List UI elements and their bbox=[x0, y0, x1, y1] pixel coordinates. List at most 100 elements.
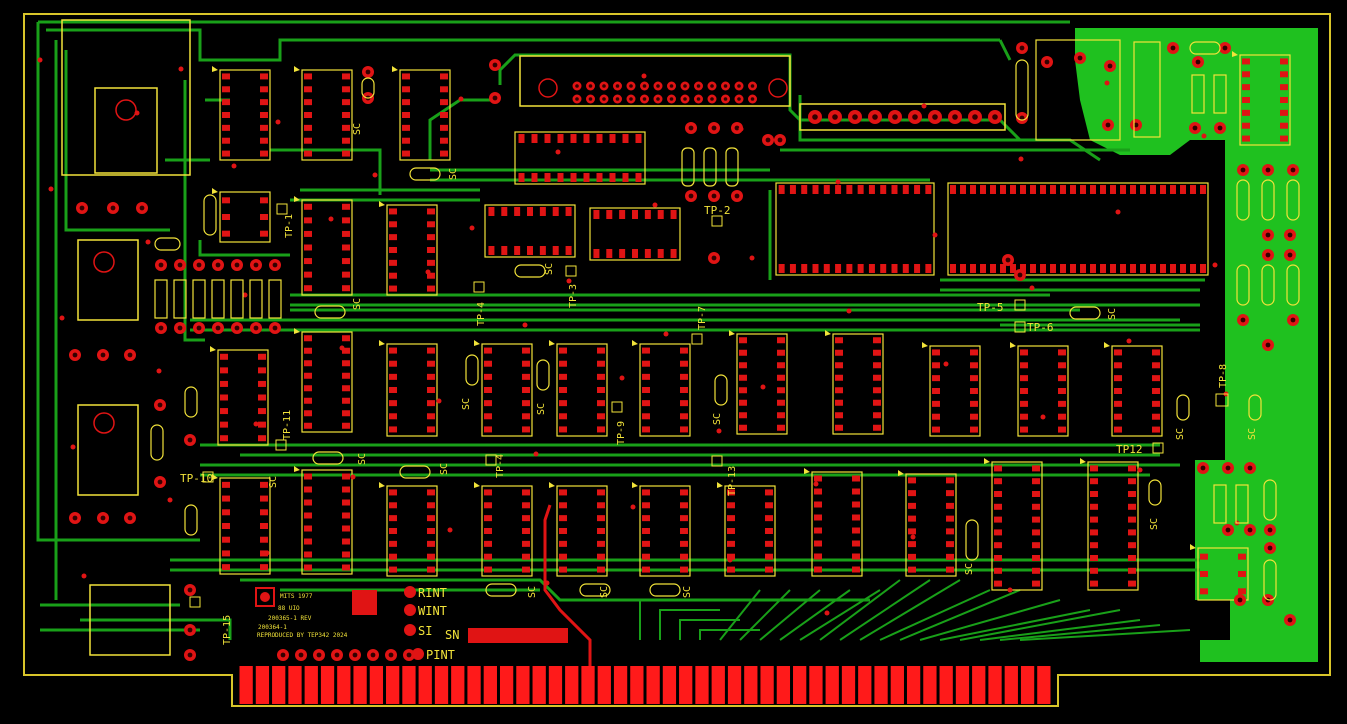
ic-footprint bbox=[392, 66, 451, 161]
edge-finger bbox=[304, 666, 318, 704]
sc-label: SC bbox=[1149, 518, 1160, 530]
tp11-label: TP-11 bbox=[282, 410, 293, 440]
ic-footprint bbox=[632, 482, 691, 577]
edge-finger bbox=[955, 666, 970, 704]
ic-footprint bbox=[1190, 544, 1249, 601]
ic-footprint bbox=[212, 474, 271, 575]
edge-finger bbox=[613, 666, 628, 704]
edge-finger bbox=[890, 666, 904, 704]
tp15-label: TP-15 bbox=[222, 615, 233, 645]
copper-pour bbox=[1075, 28, 1318, 662]
ic-footprint bbox=[1010, 342, 1069, 437]
sc-label: SC bbox=[1247, 428, 1258, 440]
red-square-pad bbox=[352, 590, 377, 615]
info-line-1: MITS 1977 bbox=[280, 593, 313, 600]
tp1-label: TP-1 bbox=[284, 214, 295, 238]
edge-finger bbox=[825, 666, 839, 704]
regulator-mount-holes bbox=[93, 78, 788, 434]
ic-footprint bbox=[922, 342, 981, 437]
ic-footprint bbox=[1104, 342, 1163, 437]
ic-footprint bbox=[474, 482, 533, 577]
edge-finger bbox=[630, 666, 644, 704]
ic-footprints bbox=[210, 51, 1291, 601]
ic-footprint bbox=[984, 458, 1043, 591]
edge-finger bbox=[776, 666, 791, 704]
edge-finger bbox=[923, 666, 937, 704]
ic-footprint bbox=[379, 340, 438, 437]
edge-finger bbox=[418, 666, 432, 704]
sn-label: SN bbox=[445, 628, 459, 642]
sc-label: SC bbox=[352, 123, 363, 135]
edge-finger bbox=[711, 666, 725, 704]
edge-finger bbox=[337, 666, 351, 704]
edge-finger bbox=[239, 666, 253, 704]
si-label: SI bbox=[418, 624, 432, 638]
edge-finger bbox=[727, 666, 742, 704]
edge-finger bbox=[1004, 666, 1018, 704]
rint-label: RINT bbox=[418, 586, 447, 600]
edge-finger bbox=[467, 666, 481, 704]
edge-finger bbox=[499, 666, 514, 704]
edge-finger bbox=[288, 666, 302, 704]
info-line-4: 200364-1 bbox=[258, 624, 287, 631]
ic-footprint bbox=[379, 201, 438, 296]
edge-finger bbox=[760, 666, 774, 704]
edge-finger bbox=[939, 666, 953, 704]
edge-finger bbox=[1037, 666, 1051, 704]
edge-finger bbox=[255, 666, 270, 704]
sc-label: SC bbox=[599, 586, 610, 598]
red-trace bbox=[543, 504, 592, 668]
ic-footprint bbox=[474, 340, 533, 437]
ic-footprint bbox=[379, 482, 438, 577]
tp10-label: TP-10 bbox=[180, 472, 213, 485]
sc-label: SC bbox=[536, 403, 547, 415]
test-point-labels: TP-1 TP-2 TP-3 TP-4 TP-5 TP-6 TP-7 TP-8 … bbox=[180, 203, 1229, 645]
ic-footprint bbox=[729, 330, 788, 435]
sc-label: SC bbox=[527, 586, 538, 598]
edge-finger bbox=[483, 666, 497, 704]
edge-finger bbox=[874, 666, 888, 704]
edge-finger bbox=[369, 666, 384, 704]
ic-footprint bbox=[1232, 51, 1291, 146]
edge-finger bbox=[988, 666, 1002, 704]
edge-finger bbox=[516, 666, 530, 704]
pads bbox=[37, 42, 1299, 661]
ic-footprint bbox=[210, 346, 269, 446]
edge-finger bbox=[434, 666, 449, 704]
info-block: MITS 1977 88 UIO 200365-1 REV 200364-1 R… bbox=[255, 587, 568, 643]
edge-finger bbox=[646, 666, 660, 704]
ic-footprint bbox=[514, 131, 646, 185]
tp13-label: TP-13 bbox=[727, 466, 738, 496]
tp4-label: TP-4 bbox=[476, 302, 487, 326]
ic-footprint bbox=[294, 466, 353, 575]
edge-finger bbox=[841, 666, 856, 704]
ic-footprint bbox=[632, 340, 691, 437]
sc-label: SC bbox=[448, 168, 459, 180]
sc-label: SC bbox=[439, 463, 450, 475]
edge-traces bbox=[639, 579, 1191, 641]
sn-plate bbox=[468, 628, 568, 643]
ic-footprint bbox=[1080, 458, 1139, 591]
ic-footprint bbox=[294, 66, 353, 161]
edge-finger bbox=[320, 666, 335, 704]
wint-label: WINT bbox=[418, 604, 447, 618]
edge-finger bbox=[597, 666, 611, 704]
edge-finger bbox=[679, 666, 693, 704]
tp2-label: TP-2 bbox=[704, 204, 731, 217]
edge-finger bbox=[581, 666, 595, 704]
tp7-label: TP-7 bbox=[697, 306, 708, 330]
ic-footprint bbox=[804, 468, 863, 577]
edge-connector bbox=[239, 666, 1051, 704]
ic-footprint bbox=[825, 330, 884, 435]
sc-label: SC bbox=[461, 398, 472, 410]
ic-footprint bbox=[549, 340, 608, 437]
edge-finger bbox=[386, 666, 400, 704]
edge-finger bbox=[744, 666, 758, 704]
edge-finger bbox=[793, 666, 807, 704]
edge-finger bbox=[662, 666, 677, 704]
tp6-label: TP-6 bbox=[1027, 321, 1054, 334]
tp8-label: TP-8 bbox=[1218, 364, 1229, 388]
tp12-label: TP12 bbox=[1116, 443, 1143, 456]
